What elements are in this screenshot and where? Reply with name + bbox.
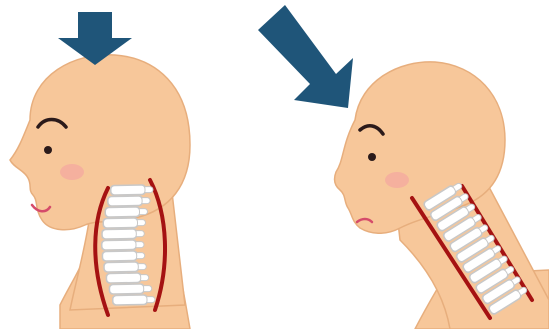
forward-diagonal-arrow bbox=[258, 5, 353, 108]
forward-blush bbox=[385, 172, 409, 188]
upright-blush bbox=[60, 164, 84, 180]
forward-head-figure bbox=[258, 5, 549, 329]
forward-eye bbox=[368, 153, 376, 161]
upright-eye bbox=[44, 146, 52, 154]
upright-figure bbox=[10, 12, 190, 329]
